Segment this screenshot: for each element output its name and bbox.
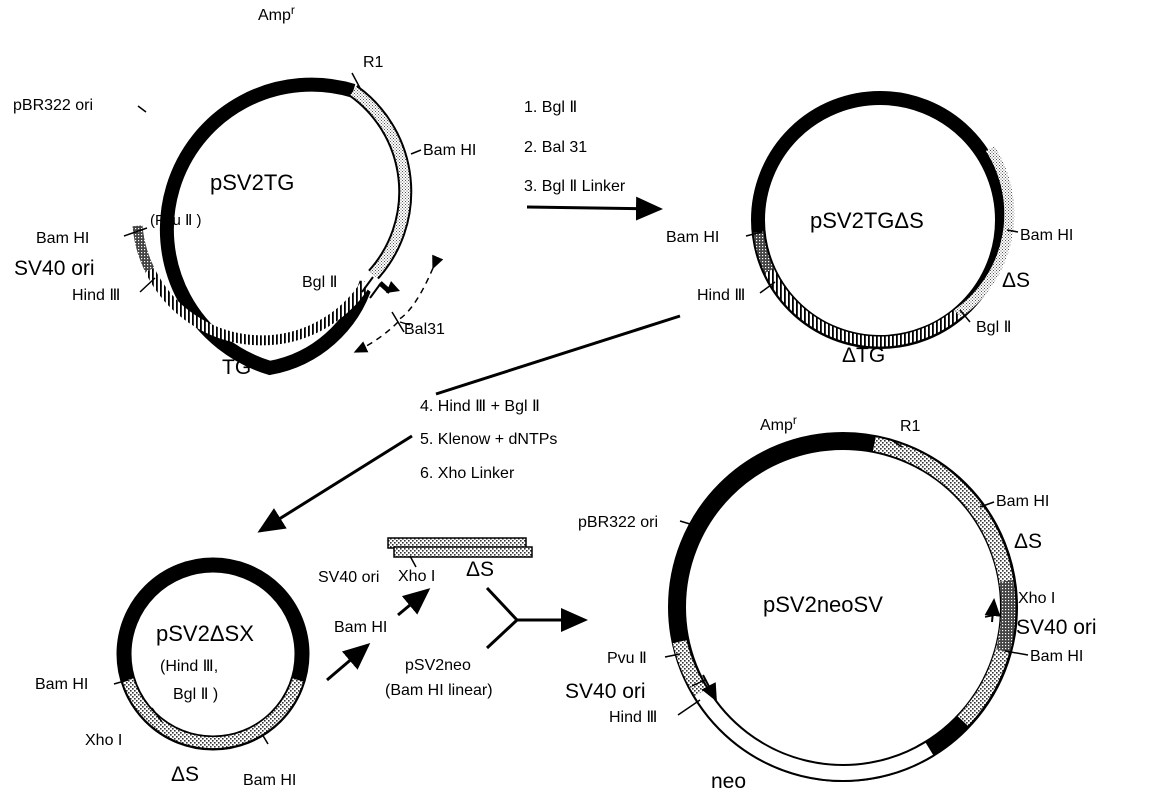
- plasmid1-bamhi-left-label: Bam HI: [36, 230, 89, 247]
- plasmid2-dtg-segment: [764, 268, 961, 347]
- plasmid2-hind-label: Hind Ⅲ: [697, 287, 745, 304]
- plasmid4-sv40-left-segment: [672, 639, 707, 697]
- plasmid4-sv40-right-label: SV40 ori: [1016, 616, 1097, 639]
- arrow-4: [397, 588, 431, 617]
- plasmid3-bamhi-left-label: Bam HI: [35, 676, 88, 693]
- plasmid4-bamhi-right-label: Bam HI: [1030, 648, 1083, 665]
- plasmid3-xho-label: Xho I: [85, 732, 122, 749]
- arrow-2-top: [435, 314, 681, 396]
- fragment-neo-label: pSV2neo: [405, 657, 471, 674]
- bgl-arrow-icon: [386, 281, 400, 293]
- plasmid3-ds-label: ΔS: [171, 763, 199, 786]
- fragment-xho-label: Xho I: [398, 568, 435, 585]
- plasmid4-sv40-left-label: SV40 ori: [565, 680, 646, 703]
- plasmid1-backbone: [159, 77, 374, 376]
- plasmid1-tg-label: TG: [222, 356, 251, 379]
- plasmid2-ds-label: ΔS: [1002, 269, 1030, 292]
- plasmid2-bgl-label: Bgl Ⅱ: [976, 319, 1011, 336]
- plasmid3-sub1: (Hind Ⅲ,: [160, 658, 218, 675]
- fragment-neo-sub-label: (Bam HI linear): [385, 682, 493, 699]
- plasmid1-bamhi-right-label: Bam HI: [423, 142, 476, 159]
- step-5: 5. Klenow + dNTPs: [420, 431, 557, 448]
- plasmid2-bamhi-left-label: Bam HI: [666, 229, 719, 246]
- plasmid2-ds-segment: [954, 145, 1015, 318]
- arrow-3: [326, 643, 371, 682]
- plasmid4-neo-label: neo: [711, 770, 746, 792]
- plasmid3-bamhi-bottom-label: Bam HI: [243, 772, 296, 789]
- steps-4-6: 4. Hind Ⅲ + Bgl Ⅱ 5. Klenow + dNTPs 6. X…: [257, 314, 681, 533]
- plasmid4-sv40-right-segment: [996, 579, 1016, 653]
- plasmid1-bgl-label: Bgl Ⅱ: [302, 274, 337, 291]
- step-3: 3. Bgl Ⅱ Linker: [524, 178, 626, 195]
- plasmid4-r1-label: R1: [900, 418, 921, 435]
- plasmid3-sub2: Bgl Ⅱ ): [173, 686, 218, 703]
- arrow-1: [526, 196, 663, 221]
- step-2: 2. Bal 31: [524, 139, 587, 156]
- plasmid4-pbr-label: pBR322 ori: [578, 514, 658, 531]
- step-1: 1. Bgl Ⅱ: [524, 99, 577, 116]
- fragment-ligation: SV40 ori Xho I ΔS Bam HI pSV2neo (Bam HI…: [318, 537, 588, 699]
- plasmid1-hind-label: Hind Ⅲ: [72, 287, 120, 304]
- plasmid2-name: pSV2TGΔS: [810, 208, 924, 233]
- plasmid2-dtg-label: ΔTG: [842, 344, 885, 367]
- plasmid4-neo-segment: [694, 688, 934, 780]
- plasmid4-name: pSV2neoSV: [763, 592, 883, 617]
- plasmid1-r1-bglII-segment: [350, 86, 411, 279]
- plasmid2-bamhi-right-label: Bam HI: [1020, 227, 1073, 244]
- fragment-bamhi-label: Bam HI: [334, 619, 387, 636]
- plasmid1-amp: Ampr: [258, 3, 295, 24]
- plasmid4-ds-label: ΔS: [1014, 530, 1042, 553]
- fragment-bottom-strand: [393, 546, 533, 558]
- plasmid-pSV2dSX: pSV2ΔSX (Hind Ⅲ, Bgl Ⅱ ) Bam HI Xho I ΔS…: [35, 557, 310, 789]
- plasmid1-sv40-segment: [132, 225, 155, 273]
- plasmid4-pvu-label: Pvu Ⅱ: [607, 650, 647, 667]
- plasmid4-hind-label: Hind Ⅲ: [609, 709, 657, 726]
- plasmid1-name: pSV2TG: [210, 170, 294, 195]
- plasmid1-r1-label: R1: [363, 54, 384, 71]
- fragment-sv40-label: SV40 ori: [318, 569, 379, 586]
- plasmid-pSV2TG: pSV2TG Ampr R1 pBR322 ori Bam HI (Pvu Ⅱ …: [13, 3, 476, 379]
- plasmid-pSV2neoSV: pSV2neoSV Ampr R1 pBR322 ori Bam HI ΔS X…: [565, 413, 1097, 792]
- fragment-ds-label: ΔS: [466, 558, 494, 581]
- plasmid1-pbr-label: pBR322 ori: [13, 97, 93, 114]
- plasmid1-sv40-label: SV40 ori: [14, 257, 95, 280]
- plasmid1-tg-segment: [145, 267, 371, 346]
- plasmid-pSV2TGdS: pSV2TGΔS Bam HI Bam HI Hind Ⅲ ΔS Bgl Ⅱ Δ…: [666, 91, 1073, 367]
- plasmid4-xho-label: Xho I: [1018, 590, 1055, 607]
- steps-1-3: 1. Bgl Ⅱ 2. Bal 31 3. Bgl Ⅱ Linker: [524, 99, 663, 221]
- plasmid3-name: pSV2ΔSX: [156, 621, 254, 646]
- plasmid3-ds-segment: [122, 678, 304, 749]
- plasmid1-bal31-label: Bal31: [404, 321, 445, 338]
- plasmid4-bamhi-top-label: Bam HI: [996, 493, 1049, 510]
- plasmid4-ds-segment: [872, 437, 1016, 726]
- arrow-2-bottom: [257, 434, 413, 533]
- step-4: 4. Hind Ⅲ + Bgl Ⅱ: [420, 398, 540, 415]
- plasmid1-pvu-label: (Pvu Ⅱ ): [150, 212, 202, 229]
- step-6: 6. Xho Linker: [420, 465, 515, 482]
- plasmid4-amp: Ampr: [760, 413, 797, 434]
